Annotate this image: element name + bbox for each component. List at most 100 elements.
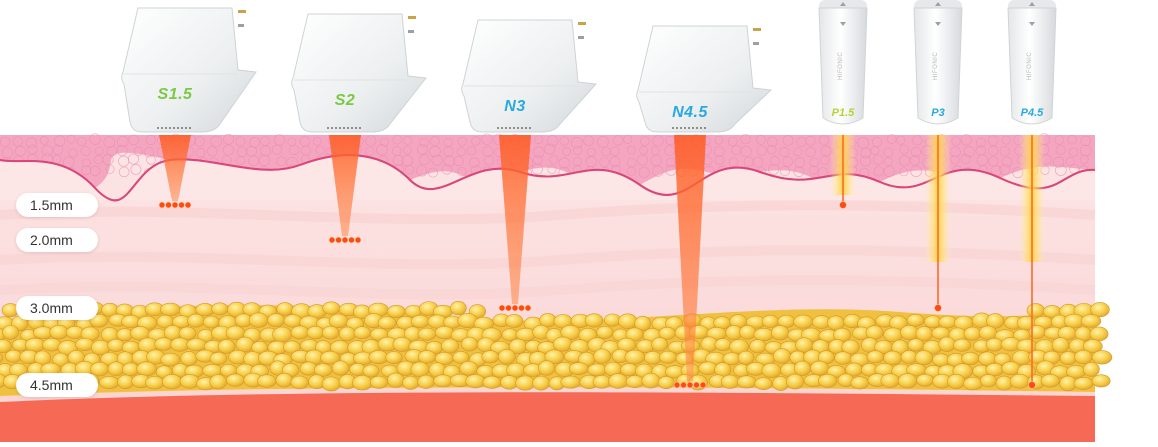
fat-cell (907, 338, 925, 352)
epidermis-cell (999, 163, 1011, 176)
epidermis-cell (481, 133, 493, 145)
epidermis-cell (740, 133, 751, 145)
epidermis-cell (1054, 135, 1065, 145)
fat-cell (0, 339, 12, 354)
fat-cell (402, 375, 419, 390)
fat-cell (248, 312, 269, 328)
fat-cell (539, 313, 557, 328)
epidermis-cell (210, 135, 222, 148)
pen-arrow-icon (935, 2, 941, 6)
fat-cell (1089, 326, 1109, 342)
fat-cell (179, 374, 200, 389)
fat-cell (651, 337, 668, 352)
epidermis-cell (610, 146, 620, 157)
epidermis-cell (471, 136, 481, 146)
epidermis-cell (128, 134, 139, 146)
fat-cell (866, 350, 885, 364)
fat-cell (136, 361, 157, 377)
fat-cell (897, 373, 918, 389)
pen-label-p4-5: P4.5 (1020, 107, 1044, 119)
fat-cell (257, 374, 277, 388)
epidermis-cell (77, 137, 87, 147)
fat-cell (160, 302, 181, 317)
epidermis-cell (41, 145, 53, 157)
dermis-wave (0, 200, 1096, 225)
epidermis-cell (999, 146, 1010, 157)
cartridge-body (291, 13, 427, 133)
fat-cell (947, 373, 966, 389)
fat-cell (1082, 362, 1100, 377)
epidermis-cell (54, 135, 66, 147)
fat-cell (387, 372, 405, 388)
pen-brand-p1-5: HIFONIC (838, 51, 844, 80)
fat-cell (209, 374, 227, 390)
fat-cell (608, 373, 628, 389)
epidermis-cell (130, 163, 142, 175)
epidermis-cell (951, 136, 961, 146)
muscle-layer (0, 392, 1095, 442)
fat-cell (387, 305, 406, 318)
fat-cell (161, 374, 183, 390)
fat-cell (107, 361, 125, 377)
fat-cell (515, 375, 536, 391)
fat-cell (714, 338, 732, 351)
focal-point (693, 381, 700, 389)
epidermis-cell (910, 165, 922, 177)
epidermis-cell (743, 156, 754, 167)
epidermis-cell (365, 135, 377, 147)
fat-cell (634, 315, 651, 332)
epidermis-cell (767, 163, 780, 175)
fat-cell (916, 373, 934, 387)
epidermis-cell (547, 164, 557, 174)
epidermis-cell (626, 166, 636, 176)
fat-cell (1091, 374, 1111, 388)
focal-point (673, 381, 681, 389)
epidermis-cell (756, 134, 766, 145)
fat-cell (963, 376, 983, 391)
fat-cell (481, 350, 499, 364)
focal-point (505, 304, 512, 312)
epidermis-cell (403, 135, 413, 145)
fat-cell (433, 374, 453, 388)
energy-beam-n3 (499, 135, 531, 304)
epidermis-cell (963, 146, 975, 158)
epidermis-cell (1, 147, 14, 159)
epidermis-cell (258, 154, 271, 167)
fat-cell (211, 302, 229, 316)
epidermis-cell (727, 136, 738, 147)
fat-cell (552, 336, 573, 352)
epidermis-cell (809, 165, 819, 175)
dermis-wave (0, 275, 1096, 300)
cartridge-label-s2: S2 (334, 92, 356, 109)
focal-point (165, 201, 172, 209)
epidermis-cell (639, 145, 649, 155)
epidermis-cell (194, 136, 205, 147)
cartridge-body (636, 25, 773, 133)
epidermis-cell (714, 135, 724, 145)
fat-cell (49, 324, 69, 340)
cartridge-body (461, 19, 598, 133)
fat-cell (1040, 374, 1060, 388)
epidermis-cell (609, 156, 621, 168)
depth-label-4-5mm: 4.5mm (16, 373, 98, 397)
pen-brand-p3: HIFONIC (933, 51, 939, 80)
epidermis-cell (25, 137, 37, 149)
depth-label-1-5mm: 1.5mm (16, 193, 98, 217)
epidermis-cell (987, 145, 999, 156)
epidermis-cell (767, 136, 778, 148)
energy-beam-s1-5 (159, 135, 191, 201)
fat-cell (818, 373, 838, 388)
epidermis-cell (404, 164, 415, 175)
epidermis-cell (482, 146, 494, 157)
fat-cell (121, 314, 141, 329)
cartridge-pin (753, 42, 759, 45)
fat-cell (385, 351, 403, 364)
epidermis-cell (860, 147, 872, 159)
fat-cell (980, 374, 997, 388)
epidermis-cell (909, 155, 921, 166)
epidermis-cell (638, 166, 650, 179)
fat-cell (770, 325, 790, 341)
fat-cell (753, 328, 774, 342)
focal-point (686, 381, 694, 389)
epidermis-cell (466, 146, 477, 156)
